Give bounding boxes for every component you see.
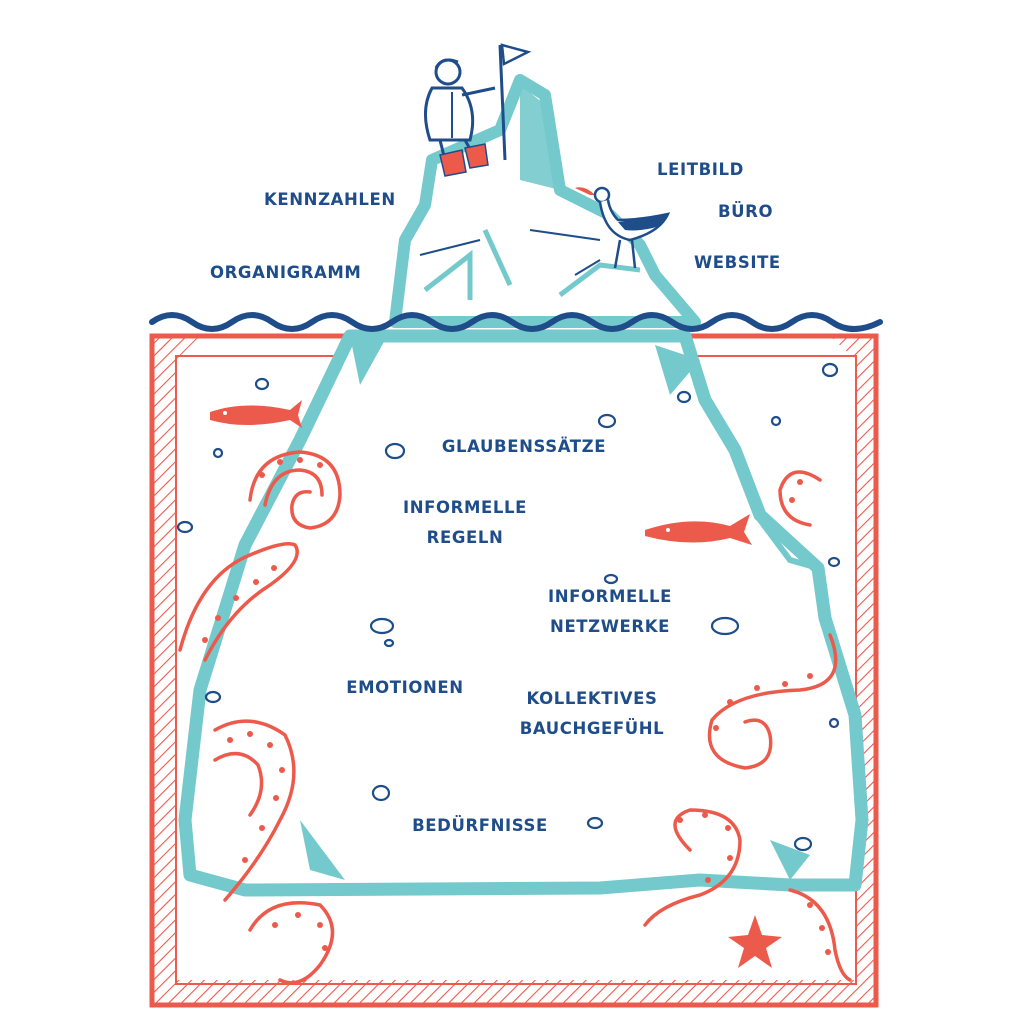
label-kollektives-bauchgefuehl: KOLLEKTIVES BAUCHGEFÜHL bbox=[500, 684, 684, 744]
label-beduerfnisse: BEDÜRFNISSE bbox=[390, 811, 570, 841]
tentacle-suckers bbox=[202, 457, 831, 955]
iceberg-tip bbox=[389, 74, 701, 328]
bubble-icon bbox=[176, 362, 841, 852]
octopus-tentacle-icon bbox=[178, 450, 852, 985]
label-emotionen: EMOTIONEN bbox=[320, 673, 490, 703]
label-informelle-regeln: INFORMELLE REGELN bbox=[380, 493, 550, 553]
label-line: KOLLEKTIVES bbox=[526, 689, 658, 708]
label-line: INFORMELLE bbox=[548, 587, 672, 606]
waterline bbox=[149, 312, 883, 332]
label-line: EMOTIONEN bbox=[346, 678, 464, 697]
climber-with-flag-icon bbox=[424, 43, 532, 177]
label-line: GLAUBENSSÄTZE bbox=[441, 437, 607, 456]
starfish-icon bbox=[728, 915, 782, 968]
seagull-icon bbox=[575, 186, 671, 269]
label-buero: BÜRO bbox=[718, 202, 774, 221]
label-line: NETZWERKE bbox=[550, 617, 670, 636]
label-website: WEBSITE bbox=[694, 253, 781, 272]
label-kennzahlen: KENNZAHLEN bbox=[264, 190, 396, 209]
fish-icon bbox=[210, 400, 302, 428]
fish-icon bbox=[645, 514, 752, 545]
label-informelle-netzwerke: INFORMELLE NETZWERKE bbox=[522, 582, 698, 642]
label-line: REGELN bbox=[426, 528, 504, 547]
label-line: BEDÜRFNISSE bbox=[412, 816, 548, 835]
iceberg-underwater bbox=[178, 329, 869, 897]
label-leitbild: LEITBILD bbox=[657, 160, 744, 179]
label-organigramm: ORGANIGRAMM bbox=[210, 263, 362, 282]
label-line: INFORMELLE bbox=[403, 498, 527, 517]
label-line: BAUCHGEFÜHL bbox=[519, 719, 665, 738]
label-glaubenssaetze: GLAUBENSSÄTZE bbox=[424, 432, 624, 462]
